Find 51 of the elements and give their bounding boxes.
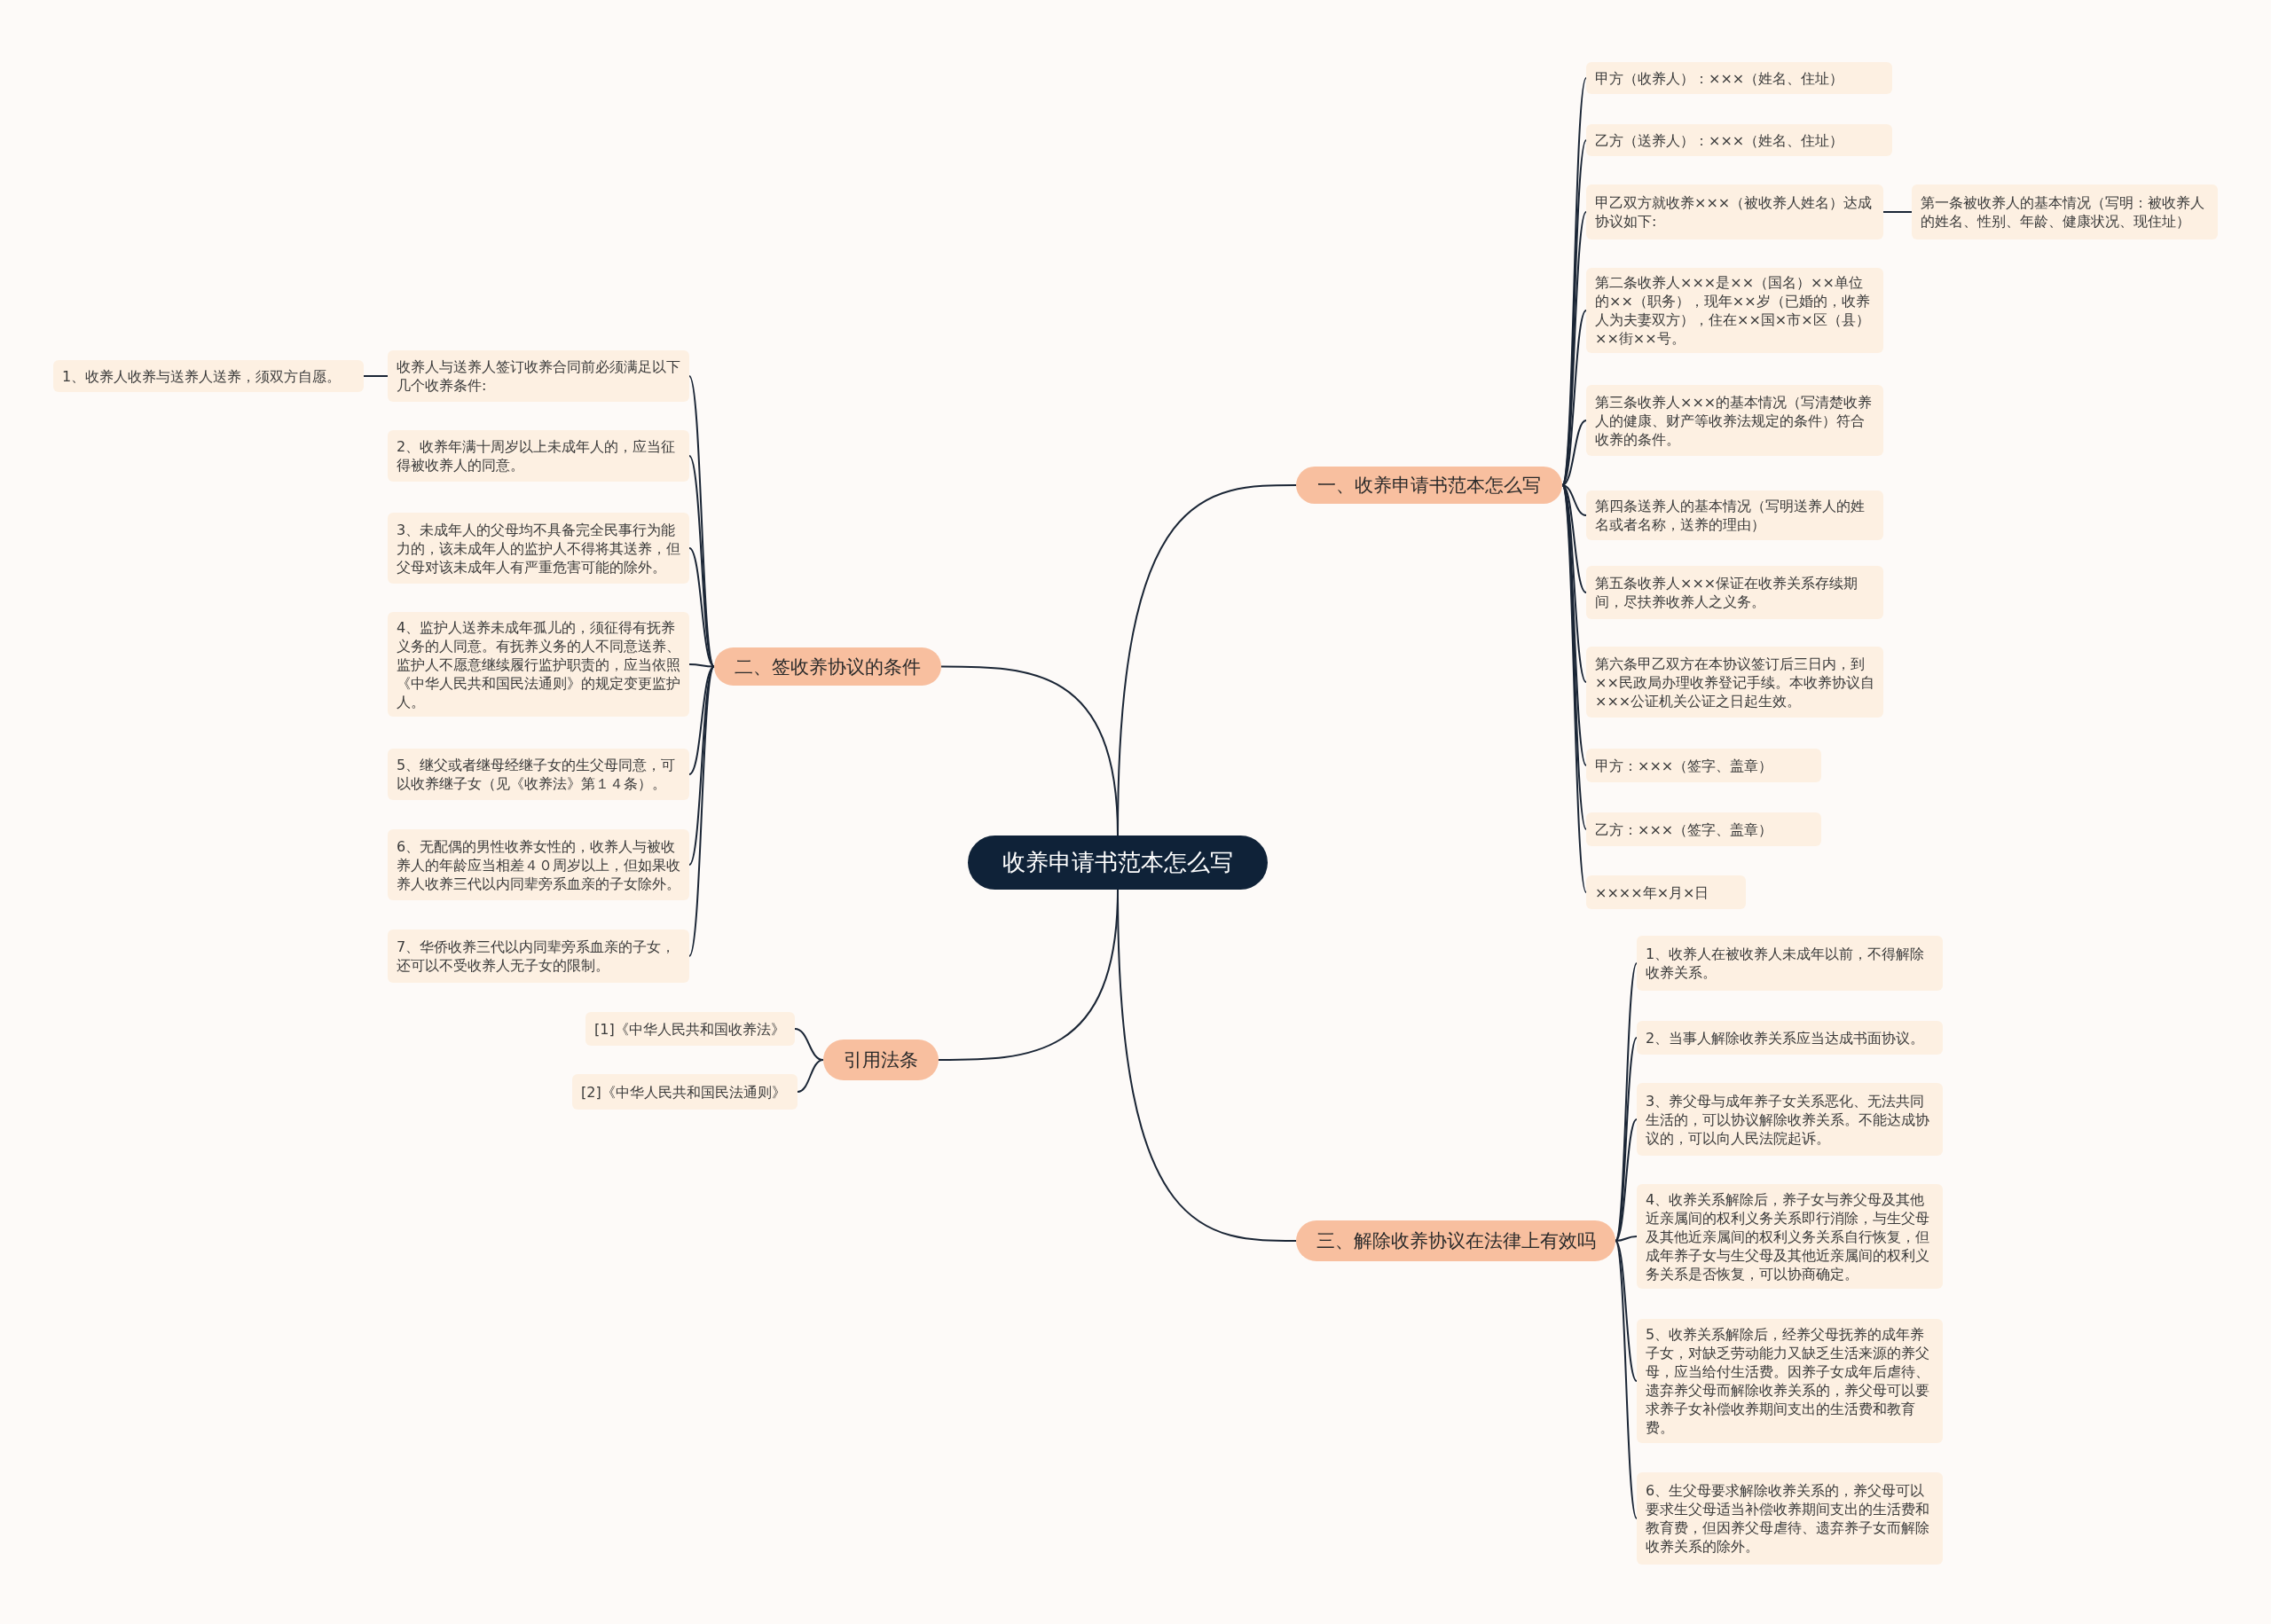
topic-card: 1、收养人在被收养人未成年以前，不得解除收养关系。 xyxy=(1637,936,1943,991)
connector-line xyxy=(688,547,715,668)
topic-card: 2、当事人解除收养关系应当达成书面协议。 xyxy=(1637,1021,1943,1055)
topic-card: [1]《中华人民共和国收养法》 xyxy=(585,1012,795,1046)
connector-line xyxy=(797,1059,824,1093)
branch-topic: 二、签收养协议的条件 xyxy=(714,647,941,686)
connector-line xyxy=(1615,1240,1638,1519)
connector-line xyxy=(688,455,715,668)
connector-line xyxy=(1561,310,1587,486)
topic-card: 甲方（收养人）：×××（姓名、住址） xyxy=(1586,62,1892,94)
connector-line xyxy=(1561,484,1587,593)
topic-card: 6、无配偶的男性收养女性的，收养人与被收养人的年龄应当相差４０周岁以上，但如果收养人收养三代以内同辈旁系血亲的子女除外。 xyxy=(388,829,689,900)
connector-line xyxy=(1561,420,1587,486)
topic-card: 甲方：×××（签字、盖章） xyxy=(1586,749,1821,782)
topic-card: 第三条收养人×××的基本情况（写清楚收养人的健康、财产等收养法规定的条件）符合收养的条件。 xyxy=(1586,385,1883,456)
topic-card: 乙方：×××（签字、盖章） xyxy=(1586,812,1821,846)
topic-card: 第四条送养人的基本情况（写明送养人的姓名或者名称，送养的理由） xyxy=(1586,490,1883,540)
connector-line xyxy=(363,375,389,377)
topic-card: 乙方（送养人）：×××（姓名、住址） xyxy=(1586,124,1892,156)
topic-card: 3、养父母与成年养子女关系恶化、无法共同生活的，可以协议解除收养关系。不能达成协议的，可以向人民法院起诉。 xyxy=(1637,1083,1943,1156)
topic-card: 5、收养关系解除后，经养父母抚养的成年养子女，对缺乏劳动能力又缺乏生活来源的养父母，应当给付生活费。因养子女成年后虐待、遗弃养父母而解除收养关系的，养父母可以要求养子女补偿收养期间支出的生活费和教育费。 xyxy=(1637,1319,1943,1443)
connector-line xyxy=(688,663,715,668)
connector-line xyxy=(688,665,715,775)
central-topic: 收养申请书范本怎么写 xyxy=(968,836,1268,890)
topic-card: 7、华侨收养三代以内同辈旁系血亲的子女，还可以不受收养人无子女的限制。 xyxy=(388,930,689,983)
topic-card: 第二条收养人×××是××（国名）××单位的××（职务），现年××岁（已婚的，收养人为夫妻双方），住在××国×市×区（县）××街××号。 xyxy=(1586,268,1883,353)
topic-card: 收养人与送养人签订收养合同前必须满足以下几个收养条件: xyxy=(388,350,689,402)
connector-line xyxy=(1882,211,1913,213)
topic-card: ××××年×月×日 xyxy=(1586,875,1746,909)
connector-line xyxy=(688,665,715,957)
topic-card: 第一条被收养人的基本情况（写明：被收养人的姓名、性别、年龄、健康状况、现住址） xyxy=(1912,184,2218,239)
topic-card: 5、继父或者继母经继子女的生父母同意，可以收养继子女（见《收养法》第１４条）。 xyxy=(388,749,689,800)
connector-line xyxy=(1561,484,1587,516)
branch-topic: 三、解除收养协议在法律上有效吗 xyxy=(1296,1220,1615,1261)
topic-card: 3、未成年人的父母均不具备完全民事行为能力的，该未成年人的监护人不得将其送养，但父母对该未成年人有严重危害可能的除外。 xyxy=(388,513,689,584)
topic-card: 甲乙双方就收养×××（被收养人姓名）达成协议如下: xyxy=(1586,184,1883,239)
connector-line xyxy=(688,665,715,866)
topic-card: 第六条甲乙双方在本协议签订后三日内，到××民政局办理收养登记手续。本收养协议自×××公证机关公证之日起生效。 xyxy=(1586,647,1883,718)
connector-line xyxy=(1615,1240,1638,1382)
topic-card: 1、收养人收养与送养人送养，须双方自愿。 xyxy=(53,360,364,392)
topic-card: [2]《中华人民共和国民法通则》 xyxy=(572,1074,798,1110)
topic-card: 4、监护人送养未成年孤儿的，须征得有抚养义务的人同意。有抚养义务的人不同意送养、监护人不愿意继续履行监护职责的，应当依照《中华人民共和国民法通则》的规定变更监护人。 xyxy=(388,612,689,717)
topic-card: 6、生父母要求解除收养关系的，养父母可以要求生父母适当补偿收养期间支出的生活费和教育费，但因养父母虐待、遗弃养子女而解除收养关系的除外。 xyxy=(1637,1472,1943,1565)
connector-line xyxy=(1615,1118,1638,1242)
topic-card: 第五条收养人×××保证在收养关系存续期间，尽扶养收养人之义务。 xyxy=(1586,566,1883,619)
branch-topic: 一、收养申请书范本怎么写 xyxy=(1296,467,1562,504)
branch-topic: 引用法条 xyxy=(823,1040,939,1080)
topic-card: 2、收养年满十周岁以上未成年人的，应当征得被收养人的同意。 xyxy=(388,430,689,482)
connector-line xyxy=(1615,1236,1638,1242)
branch-connector xyxy=(940,665,1119,836)
topic-card: 4、收养关系解除后，养子女与养父母及其他近亲属间的权利义务关系即行消除，与生父母及其他近亲属间的权利义务关系自行恢复，但成年养子女与生父母及其他近亲属间的权利义务关系是否恢复，可以协商确定。 xyxy=(1637,1184,1943,1289)
